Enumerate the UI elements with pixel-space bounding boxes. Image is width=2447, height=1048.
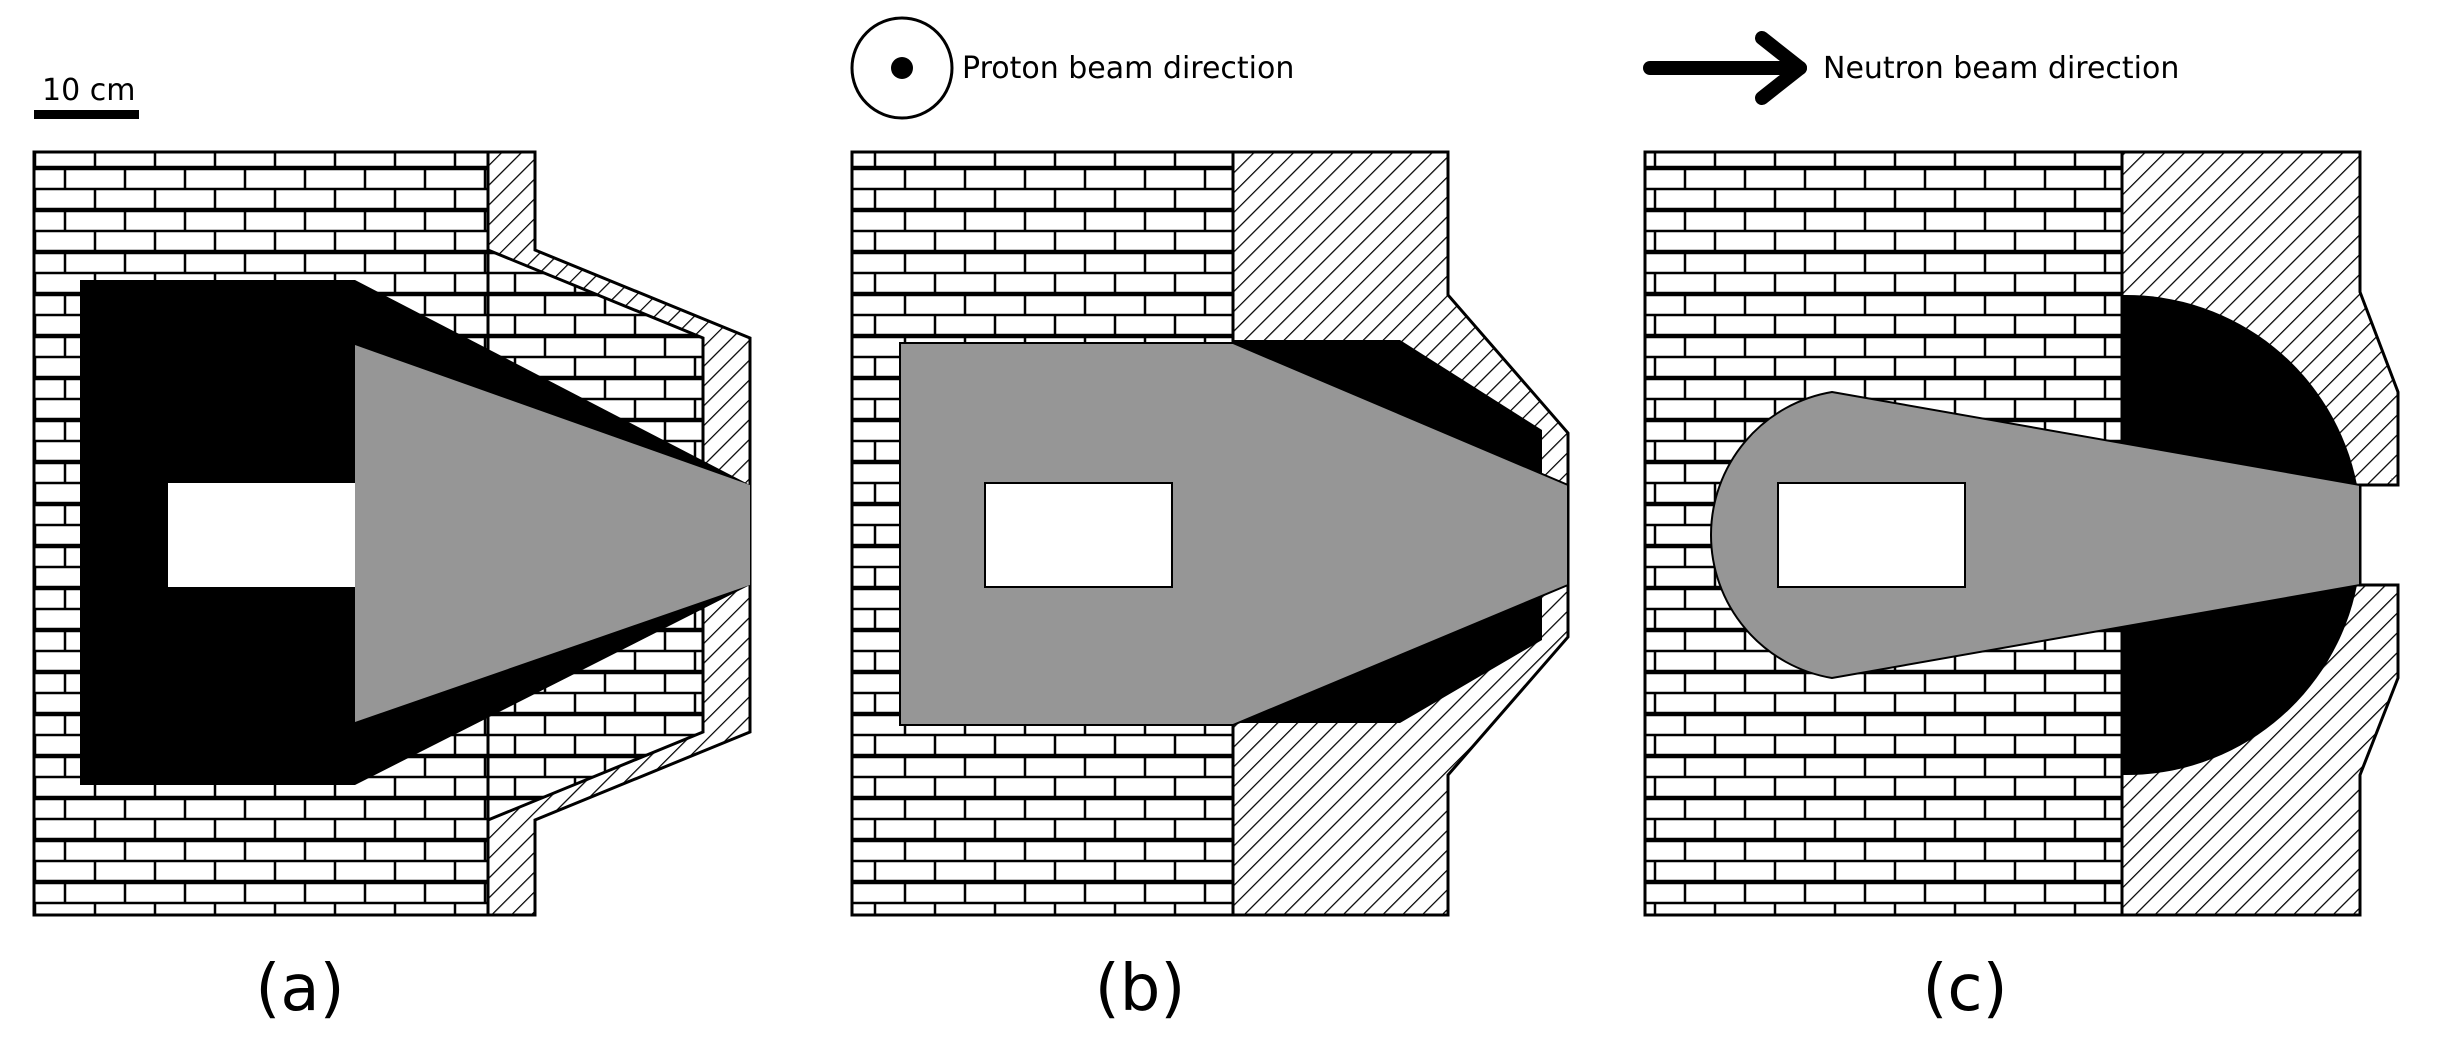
- scale-bar-label: 10 cm: [42, 73, 135, 108]
- panel-c-label: (c): [1922, 952, 2007, 1026]
- panel-b-white-slot: [984, 482, 1173, 588]
- panel-a: (a): [32, 150, 752, 1026]
- panel-b-label: (b): [1095, 952, 1186, 1026]
- panel-c-white-slot: [1777, 482, 1966, 588]
- panel-c-black-lower: [2122, 585, 2357, 776]
- neutron-beam-label: Neutron beam direction: [1823, 51, 2179, 86]
- panel-c: (c): [1643, 150, 2400, 1026]
- panel-b-gray-region: [899, 342, 1569, 726]
- scale-bar-line: [34, 110, 139, 119]
- panel-a-white-slot: [168, 483, 355, 587]
- panel-b: (b): [850, 150, 1570, 1026]
- legend-neutron: Neutron beam direction: [1643, 31, 2179, 105]
- arrow-right-icon: [1643, 31, 1807, 105]
- panel-c-gray-teardrop: [1710, 390, 2361, 680]
- beam-out-of-page-icon: [850, 16, 954, 120]
- scale-bar: 10 cm: [34, 73, 139, 119]
- panel-a-gray-cone: [355, 345, 750, 722]
- panel-a-label: (a): [255, 952, 344, 1026]
- proton-beam-label: Proton beam direction: [962, 51, 1294, 86]
- legend-proton: Proton beam direction: [850, 16, 1294, 120]
- panel-c-black-upper: [2122, 294, 2357, 485]
